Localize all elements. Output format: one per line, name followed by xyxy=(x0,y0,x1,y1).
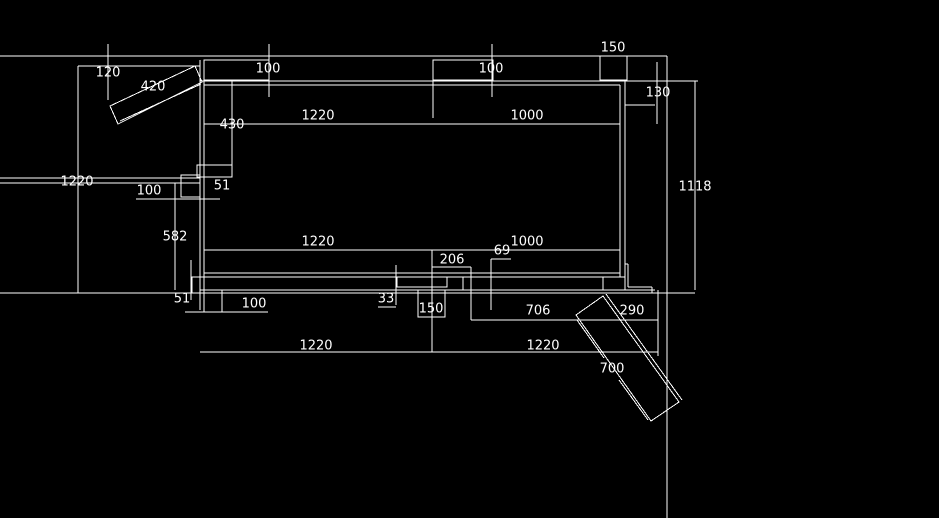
dim-bottom-span-left: 1220 xyxy=(299,339,332,354)
dimension-lines xyxy=(77,44,698,421)
dim-left-lower-height: 582 xyxy=(163,230,188,245)
dim-bottom-right-width: 290 xyxy=(620,304,645,319)
dim-right-offset: 130 xyxy=(646,86,671,101)
dim-left-step-height: 51 xyxy=(214,179,231,194)
dim-bottom-opening: 706 xyxy=(526,304,551,319)
geometry-lines xyxy=(0,55,695,518)
dim-mid-span-right: 1000 xyxy=(510,235,543,250)
dim-overall-height-left: 1220 xyxy=(60,175,93,190)
dim-angled-panel-length: 420 xyxy=(141,80,166,95)
dim-top-right-width: 150 xyxy=(601,41,626,56)
dim-bottom-span-right: 1220 xyxy=(526,339,559,354)
dim-overall-height-right: 1118 xyxy=(678,180,711,195)
dim-bottom-mid-height: 33 xyxy=(378,292,395,307)
dim-door-offset: 206 xyxy=(440,253,465,268)
dim-top-panel-right: 100 xyxy=(479,62,504,77)
dim-top-span-right: 1000 xyxy=(510,109,543,124)
dimension-labels: 120 420 100 100 150 130 430 1220 1000 11… xyxy=(60,41,711,377)
dim-left-inner-offset: 430 xyxy=(220,118,245,133)
dim-mid-span-left: 1220 xyxy=(301,235,334,250)
dim-left-step-width: 100 xyxy=(137,184,162,199)
dim-top-span-left: 1220 xyxy=(301,109,334,124)
dim-door-gap: 69 xyxy=(494,244,511,259)
dim-bottom-left-width: 100 xyxy=(242,297,267,312)
dim-top-panel-left: 100 xyxy=(256,62,281,77)
dim-angled-door-length: 700 xyxy=(600,362,625,377)
dim-top-left-offset: 120 xyxy=(96,66,121,81)
dim-bottom-left-height: 51 xyxy=(174,292,191,307)
dim-bottom-mid-width: 150 xyxy=(419,302,444,317)
